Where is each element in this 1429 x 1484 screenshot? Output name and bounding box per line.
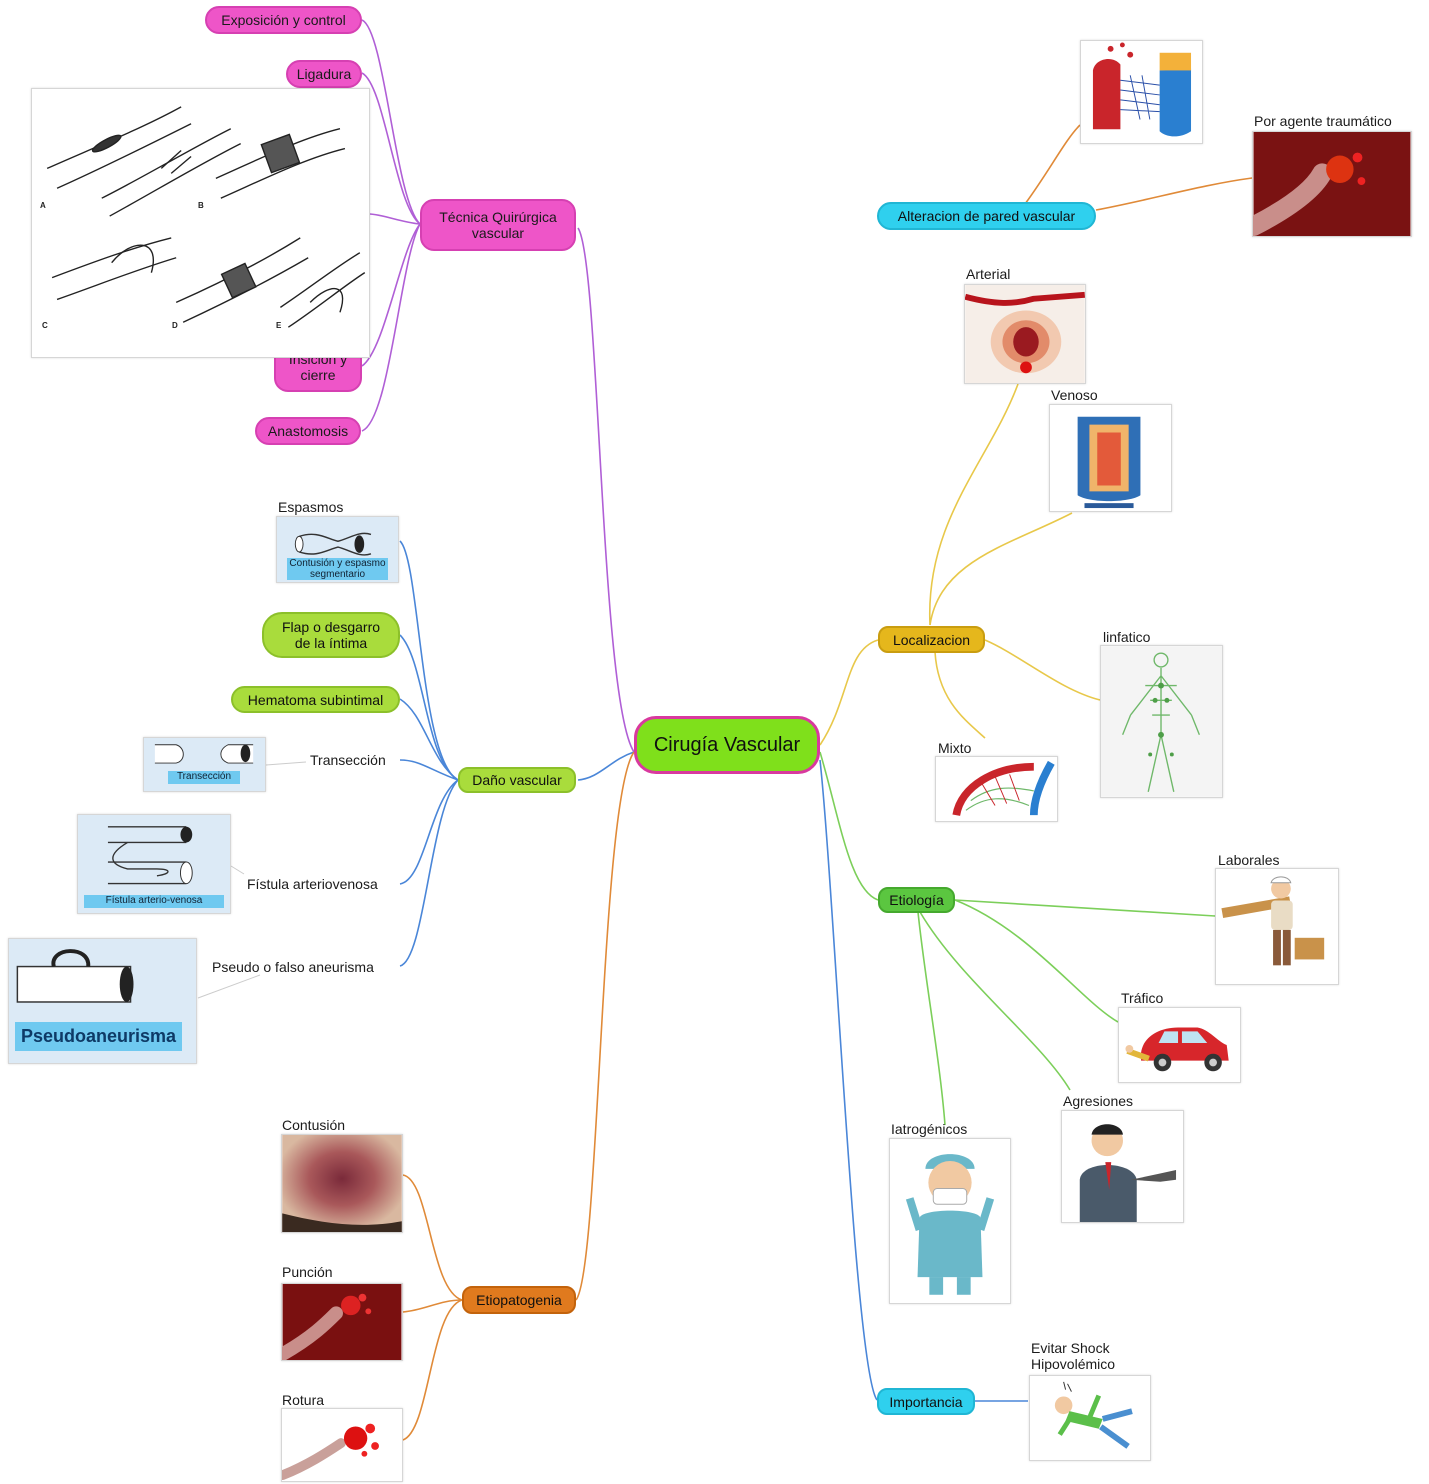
label-laborales[interactable]: Laborales	[1218, 852, 1280, 868]
label-puncion[interactable]: Punción	[282, 1264, 333, 1280]
surgical-technique-drawing: A B C D E	[31, 88, 370, 358]
arterial-image	[964, 284, 1086, 384]
label-por-agente-traumatico[interactable]: Por agente traumático	[1254, 113, 1392, 129]
puncion-image	[281, 1283, 403, 1361]
pseudoaneurisma-image: Pseudoaneurisma	[8, 938, 197, 1064]
node-exposicion-control[interactable]: Exposición y control	[205, 6, 362, 34]
label-linfatico[interactable]: linfatico	[1103, 629, 1151, 645]
vein-wall-diagram	[1050, 405, 1171, 511]
central-topic[interactable]: Cirugía Vascular	[634, 716, 820, 774]
label-transeccion[interactable]: Transección	[310, 752, 386, 768]
pseudoaneurysm-icon	[16, 949, 134, 1003]
alteracion-connectors	[1024, 124, 1253, 211]
vessel-suture-sketch	[46, 106, 366, 328]
laborales-image	[1215, 868, 1339, 985]
dano-connectors	[399, 540, 635, 967]
label-rotura[interactable]: Rotura	[282, 1392, 325, 1408]
node-anastomosis[interactable]: Anastomosis	[255, 417, 361, 445]
bruise-photo	[282, 1135, 402, 1232]
label-venoso[interactable]: Venoso	[1051, 387, 1098, 403]
label-fistula[interactable]: Fístula arteriovenosa	[247, 876, 378, 892]
contusion-image	[281, 1134, 403, 1233]
label-iatrogenicos[interactable]: Iatrogénicos	[891, 1121, 968, 1137]
node-localizacion[interactable]: Localizacion	[878, 626, 985, 653]
worker-illustration	[1216, 869, 1338, 984]
figure-letter-e: E	[276, 321, 282, 330]
vessel-wall-image	[1080, 40, 1203, 144]
figure-letter-c: C	[42, 321, 48, 330]
linfatico-image	[1100, 645, 1223, 798]
shock-image	[1029, 1375, 1151, 1461]
artery-cross-section	[965, 285, 1085, 383]
node-alteracion-pared[interactable]: Alteracion de pared vascular	[877, 202, 1096, 230]
transeccion-caption: Transección	[168, 771, 240, 784]
fistula-image: Fístula arterio-venosa	[77, 814, 231, 914]
etiologia-connectors	[819, 751, 1216, 1126]
label-trafico[interactable]: Tráfico	[1121, 990, 1164, 1006]
localizacion-connectors	[819, 383, 1101, 746]
figure-letter-b: B	[198, 201, 204, 210]
mixto-image	[935, 756, 1058, 822]
av-fistula-icon	[107, 826, 193, 885]
aggressor-illustration	[1062, 1111, 1183, 1222]
espasmos-caption: Contusión y espasmo segmentario	[287, 558, 388, 580]
label-pseudoaneurisma[interactable]: Pseudo o falso aneurisma	[212, 959, 374, 975]
traumatic-agent-image	[1252, 131, 1412, 237]
node-etiopatogenia[interactable]: Etiopatogenia	[462, 1286, 576, 1314]
importancia-connectors	[819, 759, 1028, 1402]
car-accident-illustration	[1119, 1008, 1240, 1082]
etiopatogenia-connectors	[402, 751, 635, 1441]
node-etiologia[interactable]: Etiología	[878, 887, 955, 913]
espasmos-image: Contusión y espasmo segmentario	[276, 516, 399, 583]
tecnica-connectors	[361, 19, 635, 753]
venoso-image	[1049, 404, 1172, 512]
node-tecnica-quirurgica[interactable]: Técnica Quirúrgica vascular	[420, 199, 576, 251]
figure-letter-a: A	[40, 201, 46, 210]
label-espasmos[interactable]: Espasmos	[278, 499, 344, 515]
lymphatic-system-figure	[1101, 646, 1222, 797]
capillary-bed-illustration	[1092, 42, 1192, 137]
pseudoaneurisma-caption: Pseudoaneurisma	[15, 1022, 183, 1051]
mixed-vessels-illustration	[936, 757, 1057, 821]
transection-vessel-icon	[154, 744, 254, 764]
fistula-caption: Fístula arterio-venosa	[84, 895, 224, 908]
surgeon-illustration	[890, 1139, 1010, 1303]
label-arterial[interactable]: Arterial	[966, 266, 1011, 282]
label-mixto[interactable]: Mixto	[938, 740, 972, 756]
spasm-vessel-icon	[294, 532, 372, 556]
label-agresiones[interactable]: Agresiones	[1063, 1093, 1134, 1109]
node-hematoma-subintimal[interactable]: Hematoma subintimal	[231, 686, 400, 713]
rotura-image	[281, 1408, 403, 1482]
agresiones-image	[1061, 1110, 1184, 1223]
dano-picture-leaders	[197, 761, 307, 999]
fainting-person-illustration	[1030, 1376, 1150, 1460]
node-flap-desgarro[interactable]: Flap o desgarro de la íntima	[262, 612, 400, 658]
node-importancia[interactable]: Importancia	[877, 1388, 975, 1415]
label-contusion[interactable]: Contusión	[282, 1117, 346, 1133]
node-dano-vascular[interactable]: Daño vascular	[458, 767, 576, 793]
transeccion-image: Transección	[143, 737, 266, 792]
ruptured-vessel-icon	[282, 1409, 402, 1481]
node-ligadura[interactable]: Ligadura	[286, 60, 362, 88]
bleeding-vessel-photo	[1253, 132, 1411, 236]
punctured-vessel-photo	[282, 1284, 402, 1360]
label-evitar-shock[interactable]: Evitar Shock Hipovolémico	[1031, 1340, 1116, 1372]
figure-letter-d: D	[172, 321, 178, 330]
trafico-image	[1118, 1007, 1241, 1083]
iatrogenicos-image	[889, 1138, 1011, 1304]
